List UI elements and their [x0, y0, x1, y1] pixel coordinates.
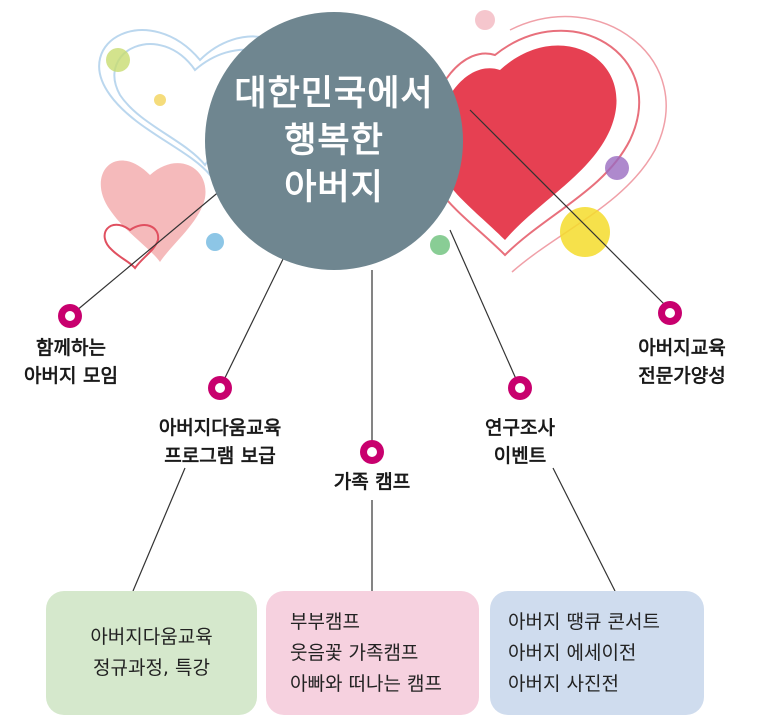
branch-label-research: 연구조사 이벤트 — [485, 417, 555, 467]
branch-label-gathering: 함께하는 아버지 모임 — [23, 337, 118, 387]
central-topic-line: 아버지 — [284, 167, 384, 208]
connector-line — [449, 229, 521, 389]
central-topic-line: 대한민국에서 — [234, 73, 434, 114]
connector-line — [469, 109, 671, 311]
paint-splashes-icon — [106, 10, 629, 257]
connector-line — [552, 467, 616, 592]
branch-label-program: 아버지다움교육 프로그램 보급 — [158, 417, 282, 467]
branch-label-camp: 가족 캠프 — [333, 471, 411, 493]
detail-box-research: 아버지 땡큐 콘서트 아버지 에세이전 아버지 사진전 — [490, 591, 704, 715]
connector-line — [69, 189, 222, 317]
connector-line — [219, 254, 286, 389]
branch-node-dot — [208, 376, 232, 400]
detail-box-camp: 부부캠프 웃음꽃 가족캠프 아빠와 떠나는 캠프 — [266, 591, 479, 715]
heart-pink-icon — [100, 160, 206, 270]
branch-node-dot — [658, 301, 682, 325]
branch-node-dot — [360, 440, 384, 464]
connector-line — [132, 467, 186, 592]
central-topic: 대한민국에서 행복한 아버지 — [205, 12, 463, 270]
branch-label-expert: 아버지교육 전문가양성 — [638, 337, 726, 387]
detail-box-program: 아버지다움교육 정규과정, 특강 — [46, 591, 257, 715]
branch-node-dot — [508, 376, 532, 400]
central-topic-line: 행복한 — [284, 120, 384, 161]
branch-node-dot — [58, 304, 82, 328]
